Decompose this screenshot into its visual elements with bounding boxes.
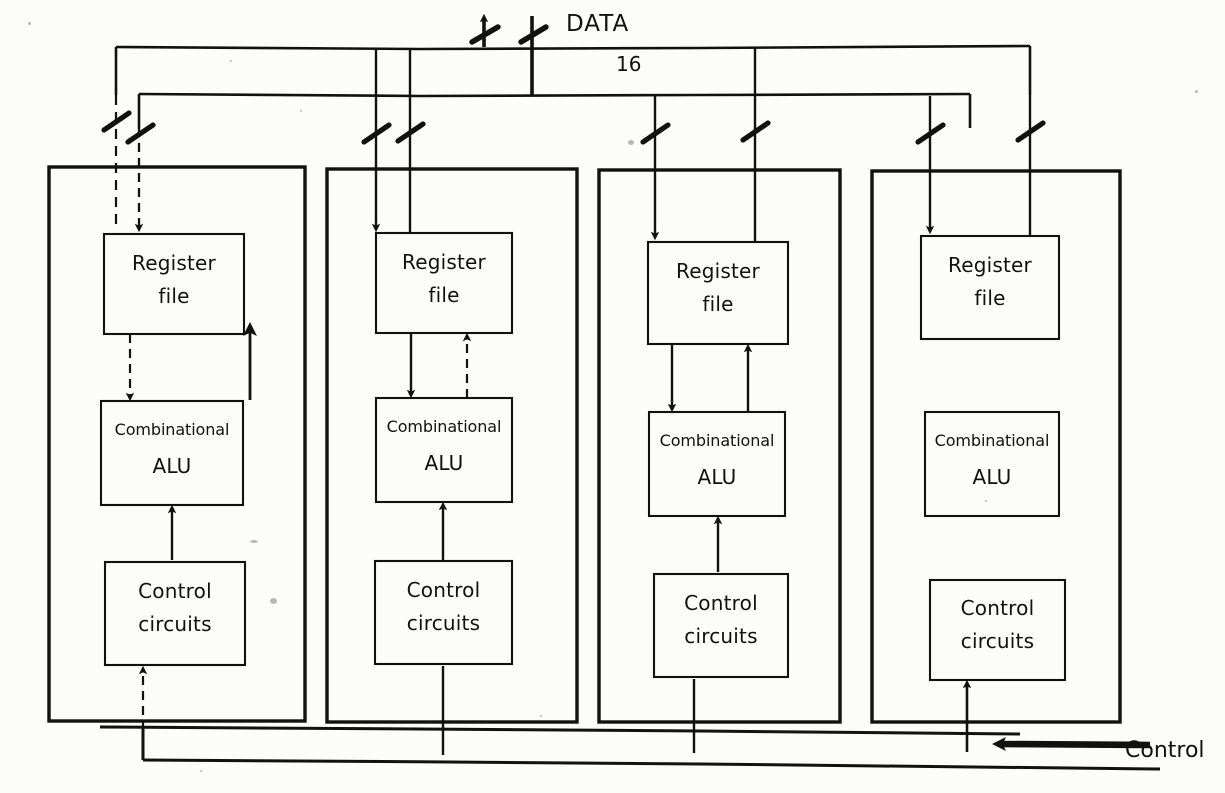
control-bus-bottom xyxy=(99,725,1161,771)
panel-4-bus-feeds xyxy=(925,95,1032,236)
control-bus-rail xyxy=(142,758,1161,771)
panel-1-outline xyxy=(47,165,307,723)
data-bus-lower xyxy=(137,92,972,128)
panel-3-outline xyxy=(597,168,842,724)
slash-p2-b xyxy=(395,121,426,144)
panel-outlines xyxy=(47,165,1122,724)
slash-p1-b xyxy=(125,122,156,145)
inner-blocks xyxy=(99,231,1067,682)
control-arrow-line xyxy=(992,737,1151,752)
control-bus-upper-rail xyxy=(99,725,1021,736)
p2-alu-box xyxy=(374,396,514,504)
p1-register-file-box xyxy=(102,232,246,336)
bus-width-slashes-top xyxy=(469,24,549,45)
slash-p4-a xyxy=(915,122,946,145)
panel-3-internal xyxy=(667,343,753,753)
bus-width-slashes-panels xyxy=(101,110,1046,145)
data-bus-upper xyxy=(114,44,1032,95)
data-bus-upper-rail xyxy=(115,44,1031,51)
data-bus-lower-rail xyxy=(138,92,971,98)
slash-p4-b xyxy=(1015,120,1046,143)
panel-3-bus-feeds xyxy=(650,48,757,242)
slash-p1-a xyxy=(101,110,132,133)
panel-4-outline xyxy=(870,169,1122,724)
p3-register-file-box xyxy=(646,240,790,346)
panel-2-internal xyxy=(406,332,472,755)
p4-control-box xyxy=(928,578,1067,682)
panel-1-internal xyxy=(125,322,257,760)
p4-alu-box xyxy=(923,410,1061,518)
p3-control-box xyxy=(652,572,790,679)
p4-register-file-box xyxy=(919,234,1061,341)
p2-register-file-box xyxy=(374,231,514,335)
slash-trunk-out xyxy=(469,24,501,45)
slash-p3-a xyxy=(640,122,671,145)
slash-p3-b xyxy=(740,120,771,143)
p1-alu-box xyxy=(99,399,245,507)
p3-alu-box xyxy=(647,410,787,518)
control-input-arrow xyxy=(992,737,1151,752)
p2-control-box xyxy=(373,559,514,666)
slash-p2-a xyxy=(361,122,392,145)
slash-trunk-in xyxy=(518,24,549,45)
p1-control-box xyxy=(103,560,247,667)
panel-2-bus-feeds xyxy=(371,48,412,233)
panel-1-bus-feeds xyxy=(114,95,144,233)
panel-2-outline xyxy=(325,167,579,724)
